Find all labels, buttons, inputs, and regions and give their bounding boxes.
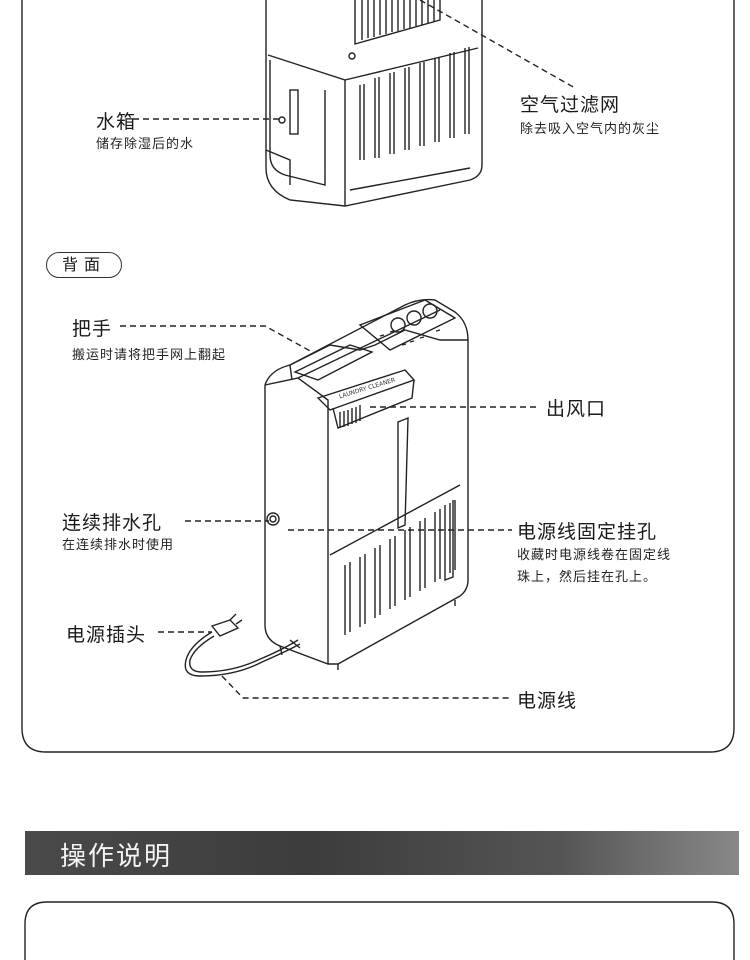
back-view-badge: 背面: [46, 252, 122, 278]
leader-handle: [120, 325, 313, 353]
section-title-operation: 操作说明: [60, 842, 173, 872]
label-water-tank: 水箱: [96, 111, 137, 133]
leader-air-filter: [419, 0, 576, 89]
back-unit-illustration: [184, 298, 469, 677]
desc-air-filter: 除去吸入空气内的灰尘: [520, 122, 661, 137]
label-air-filter: 空气过滤网: [520, 94, 621, 116]
panel-frame: [21, 0, 735, 753]
desc-water-tank: 储存除湿后的水: [96, 137, 195, 152]
label-air-outlet: 出风口: [546, 398, 607, 420]
desc-drain-hole: 在连续排水时使用: [62, 538, 175, 553]
label-drain-hole: 连续排水孔: [62, 512, 163, 534]
operation-frame: [24, 901, 735, 960]
section-header-bar: 操作说明: [25, 831, 739, 875]
desc-cord-hook-line1: 收藏时电源线卷在固定线: [517, 548, 672, 563]
desc-cord-hook-line2: 珠上，然后挂在孔上。: [517, 570, 658, 585]
label-cord: 电源线: [517, 690, 578, 712]
label-handle: 把手: [72, 318, 113, 340]
label-plug: 电源插头: [66, 624, 147, 646]
leader-cord: [221, 675, 510, 699]
front-unit-illustration: [265, 0, 483, 207]
desc-handle: 搬运时请将把手网上翻起: [72, 348, 227, 363]
label-cord-hook: 电源线固定挂孔: [517, 521, 658, 543]
